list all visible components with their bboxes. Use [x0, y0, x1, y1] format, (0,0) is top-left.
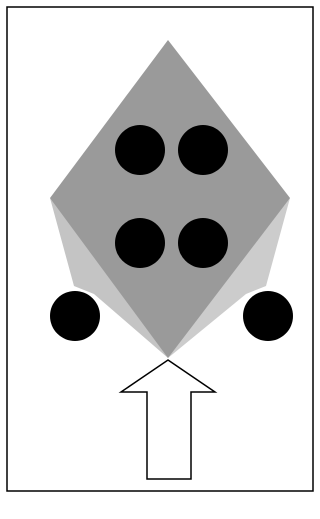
dot-middle-left: [115, 218, 165, 268]
dot-top-right: [178, 125, 228, 175]
dot-side-right: [243, 291, 293, 341]
dot-top-left: [115, 125, 165, 175]
dot-side-left: [50, 291, 100, 341]
dot-middle-right: [178, 218, 228, 268]
